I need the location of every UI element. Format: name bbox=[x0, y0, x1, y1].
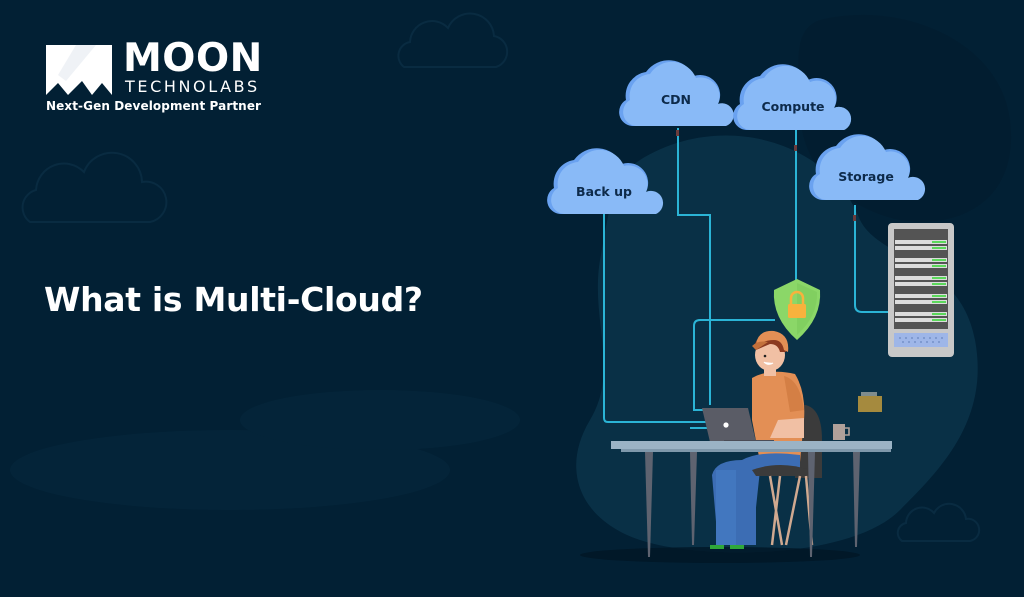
coffee-mug-icon bbox=[833, 424, 850, 440]
desk-icon bbox=[611, 441, 892, 557]
brand-name-secondary: TECHNOLABS bbox=[125, 77, 260, 96]
security-shield-icon bbox=[773, 279, 821, 340]
cloud-storage-icon bbox=[809, 134, 926, 200]
moon-logo-icon bbox=[46, 45, 112, 95]
cloud-backup-icon bbox=[547, 148, 664, 214]
storage-connector bbox=[854, 205, 888, 313]
person-illustration bbox=[710, 330, 805, 549]
cloud-compute-icon bbox=[733, 64, 852, 130]
cloud-cdn-icon bbox=[619, 60, 734, 126]
brand-tagline: Next-Gen Development Partner bbox=[46, 99, 262, 113]
page-title: What is Multi-Cloud? bbox=[44, 280, 423, 319]
server-rack-icon bbox=[888, 223, 954, 357]
cloud-storage-label: Storage bbox=[838, 169, 894, 184]
folder-icon bbox=[858, 392, 882, 412]
cloud-cdn-label: CDN bbox=[660, 92, 691, 107]
cdn-connector bbox=[677, 128, 711, 405]
chair-seat-icon bbox=[752, 465, 814, 546]
brand-name-primary: MOON bbox=[123, 36, 263, 81]
brand-logo[interactable]: MOON TECHNOLABS Next-Gen Development Par… bbox=[46, 39, 266, 118]
shield-connector bbox=[693, 319, 775, 411]
backup-connector bbox=[603, 210, 712, 423]
cloud-backup-label: Back up bbox=[576, 184, 632, 199]
cloud-compute-label: Compute bbox=[761, 99, 825, 114]
